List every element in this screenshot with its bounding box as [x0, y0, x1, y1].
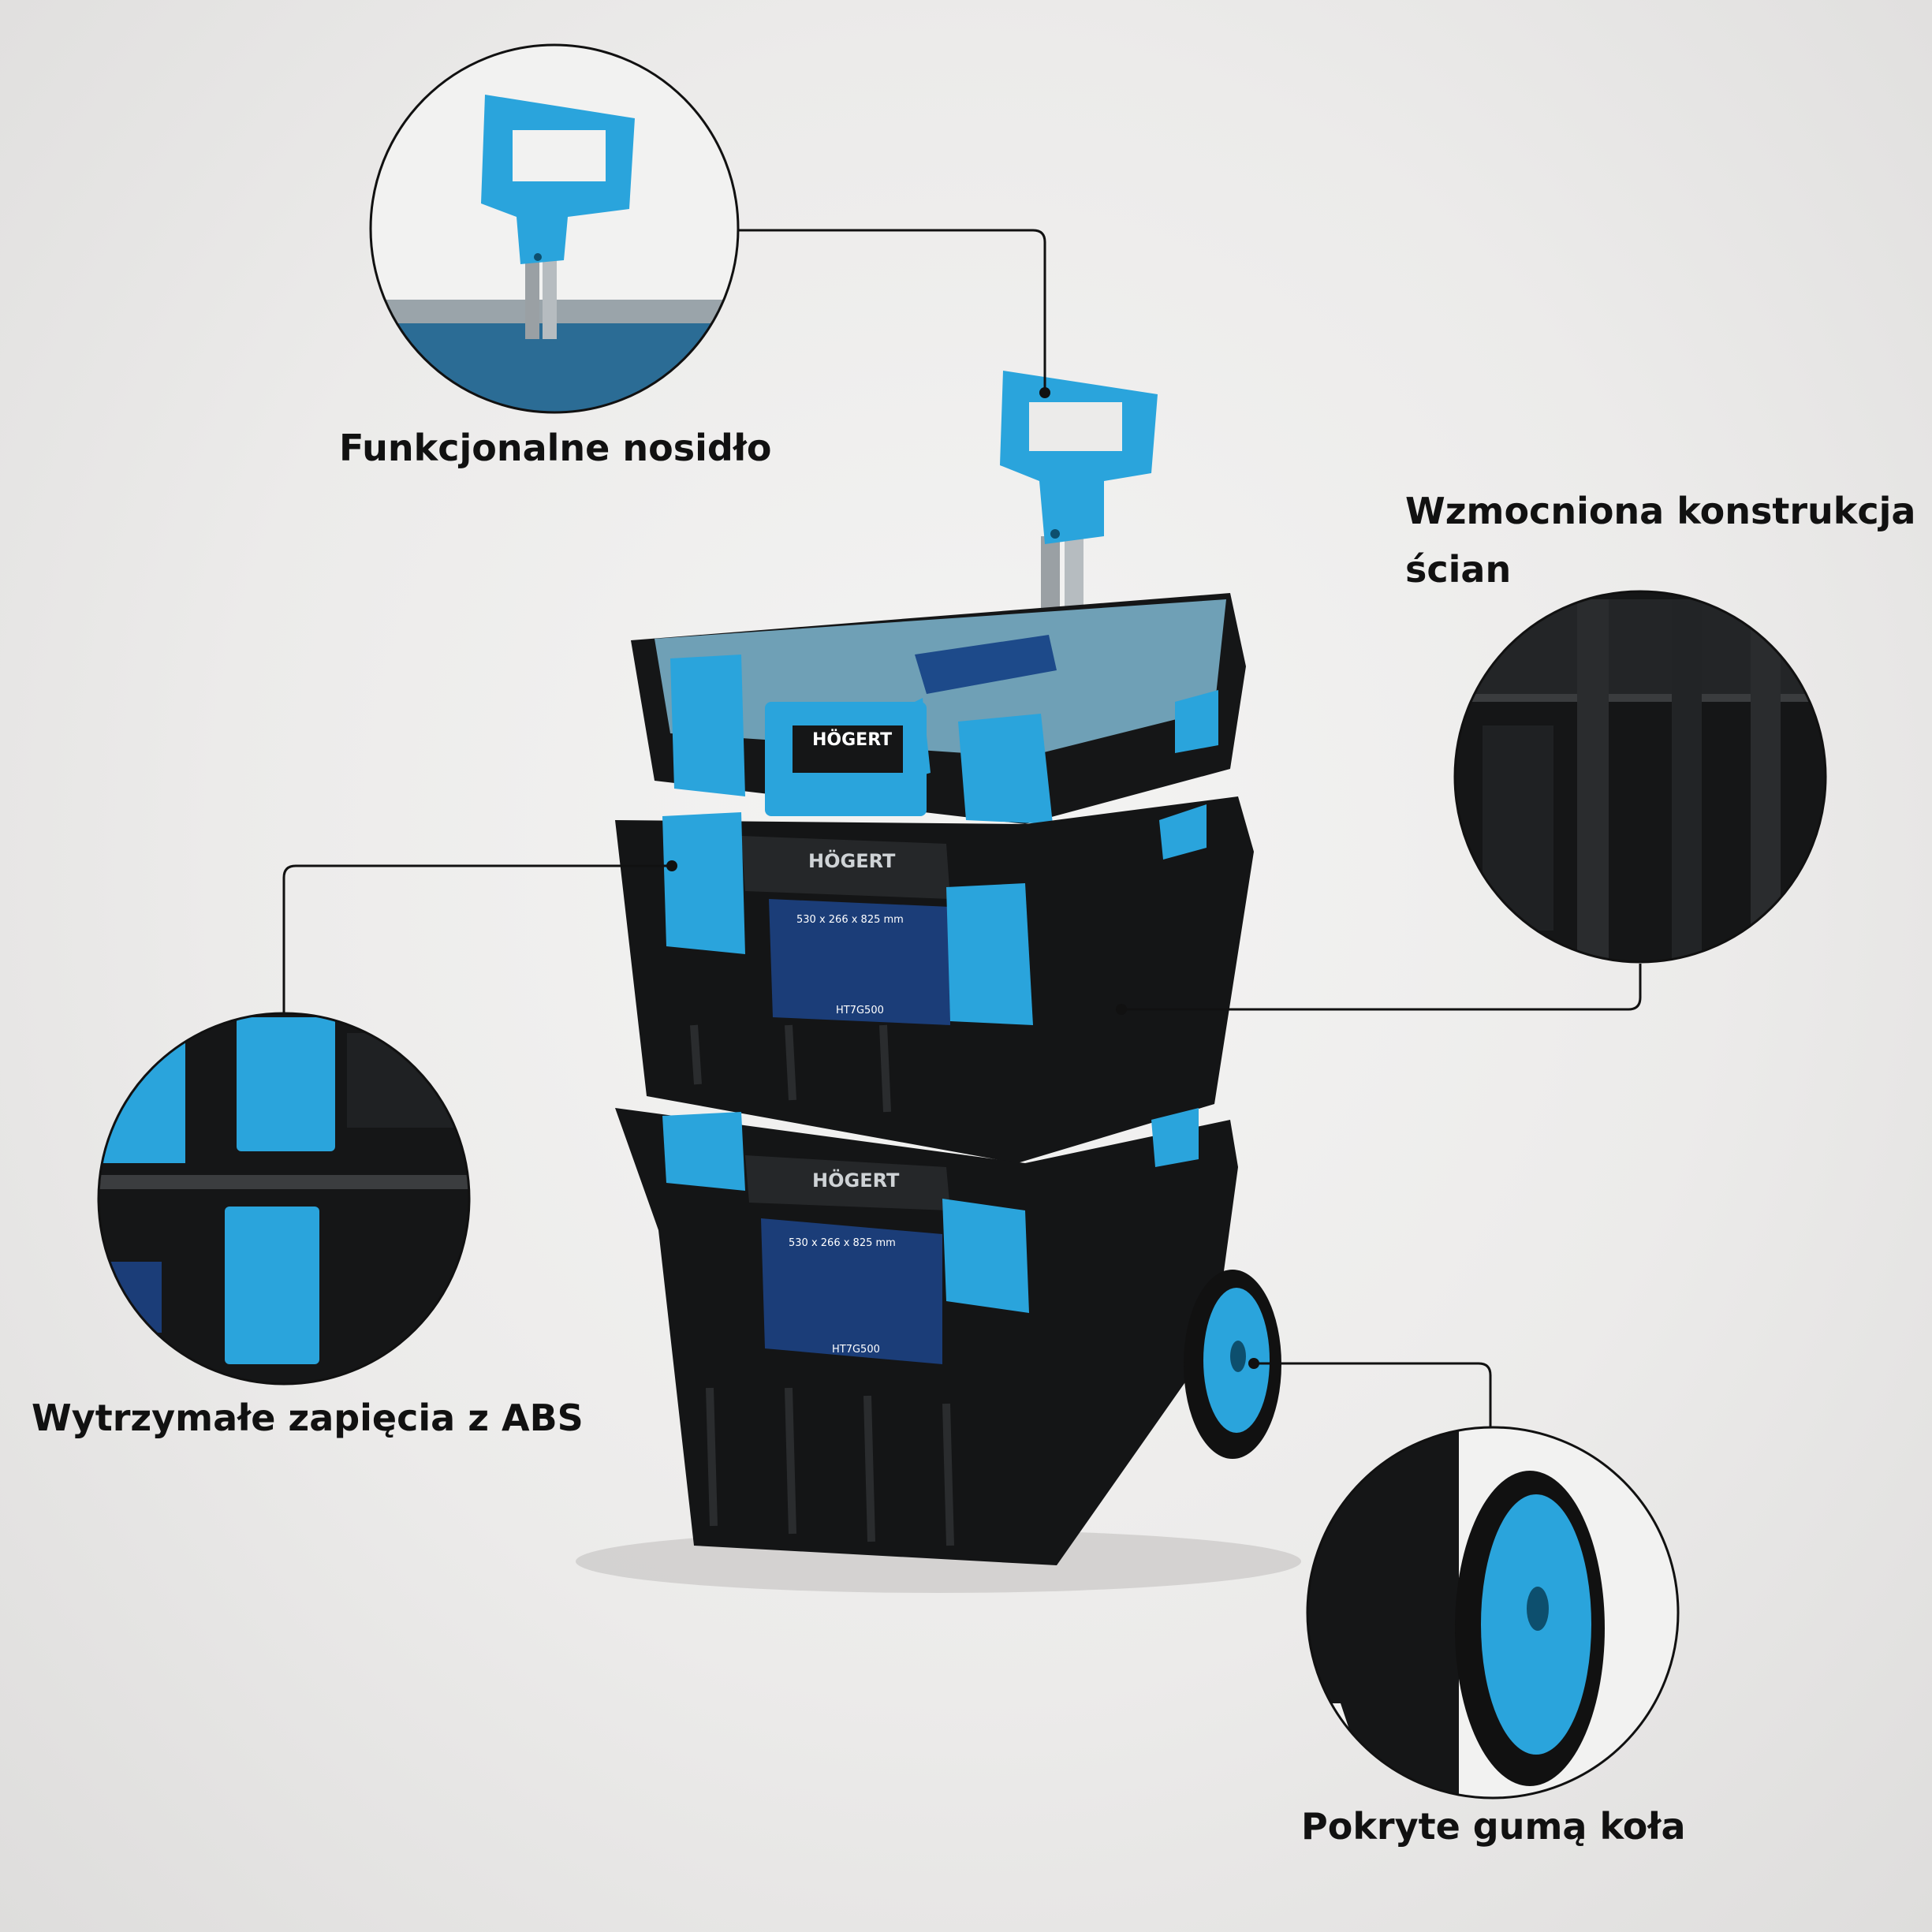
top-latch-right	[958, 714, 1053, 824]
callout-walls-label-line1: Wzmocniona konstrukcja	[1405, 490, 1916, 532]
zoom-latch-detail	[97, 1012, 471, 1386]
top-organizer-box: HÖGERT	[631, 593, 1246, 824]
telescopic-handle	[1000, 371, 1158, 623]
callout-wheels-label: Pokryte gumą koła	[1301, 1805, 1686, 1848]
bottom-latch-left	[662, 1112, 745, 1191]
middle-brand-label: HÖGERT	[808, 849, 896, 872]
top-brand-label: HÖGERT	[812, 729, 892, 750]
bottom-size-label: 530 x 266 x 825 mm	[789, 1237, 896, 1249]
bottom-latch-right	[942, 1199, 1029, 1313]
callout-handle-label: Funkcjonalne nosidło	[339, 427, 772, 469]
handle-grip-opening	[1029, 402, 1122, 451]
middle-product-sticker	[769, 899, 950, 1025]
zoom-latch-lower	[225, 1207, 319, 1364]
bottom-product-sticker	[761, 1218, 942, 1364]
callout-latches-label: Wytrzymałe zapięcia z ABS	[32, 1397, 584, 1439]
bottom-code-label: HT7G500	[832, 1344, 880, 1356]
middle-latch-right	[946, 883, 1033, 1025]
bottom-tool-box: HÖGERT 530 x 266 x 825 mm HT7G500	[615, 1108, 1281, 1565]
zoom-handle-detail	[369, 43, 740, 414]
callout-connectors	[282, 229, 1642, 1427]
callout-dots	[666, 387, 1259, 1369]
zoom-wheel-detail	[1306, 1426, 1680, 1800]
bottom-brand-label: HÖGERT	[812, 1168, 900, 1192]
top-latch-left	[670, 655, 745, 796]
middle-tool-box: HÖGERT 530 x 266 x 825 mm HT7G500	[615, 796, 1254, 1163]
top-latch-side	[1175, 690, 1218, 753]
middle-latch-left	[662, 812, 745, 954]
zoom-latch-upper	[237, 1017, 335, 1151]
callout-walls-label-line2: ścian	[1405, 548, 1512, 591]
middle-size-label: 530 x 266 x 825 mm	[796, 914, 904, 926]
zoom-wall-detail	[1453, 590, 1827, 964]
middle-code-label: HT7G500	[836, 1005, 884, 1016]
